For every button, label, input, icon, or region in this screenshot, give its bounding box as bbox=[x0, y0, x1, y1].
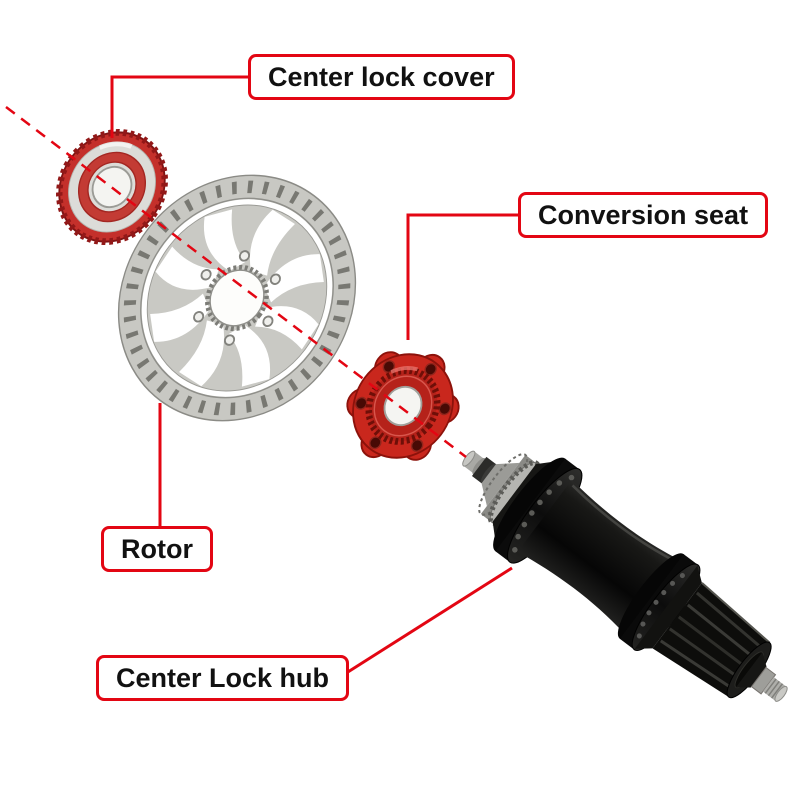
rotor-bolt-holes bbox=[193, 250, 281, 346]
seat-bolt-holes bbox=[354, 360, 452, 452]
label-conversion-seat: Conversion seat bbox=[518, 192, 769, 238]
center-lock-hub-part bbox=[462, 450, 788, 702]
leader-center-lock-hub bbox=[339, 566, 513, 679]
leader-conversion-seat bbox=[406, 213, 522, 340]
leader-center-lock-cover bbox=[110, 75, 252, 138]
axis-dashed-line bbox=[5, 106, 467, 458]
label-center-lock-hub: Center Lock hub bbox=[96, 655, 350, 701]
label-rotor: Rotor bbox=[101, 526, 213, 572]
conversion-seat-part bbox=[346, 351, 460, 461]
rotor-part bbox=[117, 174, 357, 422]
label-center-lock-cover: Center lock cover bbox=[248, 54, 515, 100]
